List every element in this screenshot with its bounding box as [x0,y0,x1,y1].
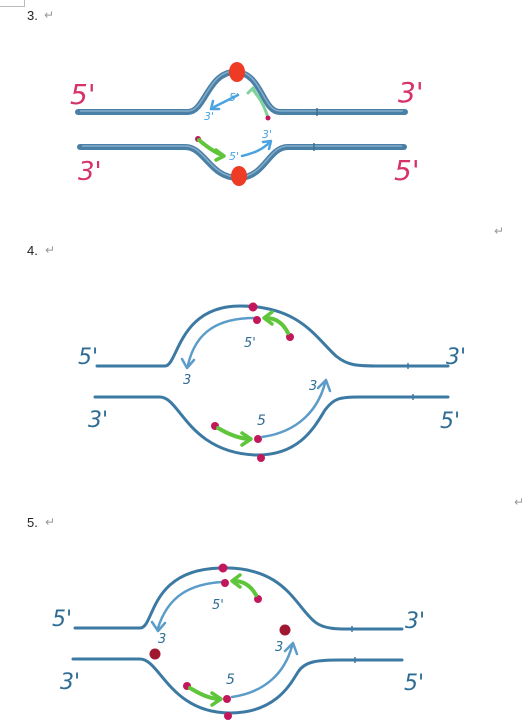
end-label-bottom-right: 5' [404,671,424,696]
strand-label: 5' [229,150,239,163]
primer-dot-top-inner [253,316,261,324]
end-label-top-left: 5' [52,607,72,632]
strand-label: 3 [158,632,166,647]
end-label-top-left: 5' [78,345,98,370]
primer-dot-bottom-outer [257,454,265,462]
primer-dot-top-outer [248,302,258,312]
end-label-top-right: 3' [405,609,425,634]
primer-dot-top-start [254,595,262,603]
end-label-bottom-right: 5' [440,409,460,434]
strand-label: 3 [275,640,283,655]
strand-label: 5 [226,672,235,688]
primer-arrow-bottom [188,686,220,701]
replication-bubble-step-3: 5' 3' 5' 3' 5' 3' 3' 5' [70,62,424,187]
bottom-dna-strand [93,395,450,457]
primer-dot-top [265,115,271,121]
end-label-bottom-left: 3' [78,157,102,187]
paragraph-mark: ↵ [494,224,505,238]
strand-label: 5' [244,336,256,351]
replication-fork-origin-bottom [231,166,247,186]
primer-dot-top-inner [221,579,229,587]
top-dna-strand [73,566,404,631]
end-label-bottom-right: 5' [394,154,420,187]
primer-arrow-bottom [216,426,250,441]
strand-label: 3 [183,373,191,388]
new-origin-dot-right [279,624,291,636]
strand-label: 5' [229,91,239,104]
new-strand-arrow-top [212,93,240,109]
replication-fork-origin-top [229,62,245,82]
end-label-top-right: 3' [398,76,424,109]
step-5-number: 5. [27,515,38,530]
primer-arrow-top [264,316,290,335]
step-5-return-mark: ↵ [45,515,56,529]
new-strand-arrow-bottom [230,644,294,699]
document-corner-mark [0,0,25,7]
bottom-dna-strand [71,657,404,715]
end-label-top-left: 5' [70,78,96,111]
top-dna-strand [95,304,450,368]
step-4-return-mark: ↵ [45,243,56,257]
primer-dot-top-outer [218,563,228,573]
primer-dot-bottom-inner [254,435,262,443]
strand-label: 5 [257,413,266,429]
primer-dot-bottom-inner [223,695,231,703]
primer-dot-bottom-outer [224,712,232,720]
end-label-bottom-left: 3' [60,670,80,695]
step-3-return-mark: ↵ [44,8,55,22]
replication-bubble-step-4: 3 5' 5 3 5' 3' 3' 5' [78,302,466,462]
end-label-bottom-left: 3' [88,408,108,433]
strand-label: 3' [204,110,214,123]
end-label-top-right: 3' [446,345,466,370]
primer-arrow-top [232,579,258,597]
step-3-number: 3. [27,8,38,23]
paragraph-mark: ↵ [514,495,525,509]
strand-label: 5' [212,598,224,613]
new-strand-arrow-bottom [260,381,327,439]
new-strand-arrow-top [156,580,224,630]
new-origin-dot-left [149,648,161,660]
step-4-number: 4. [27,243,38,258]
strand-label: 3' [262,128,272,141]
strand-label: 3 [309,379,317,394]
new-strand-arrow-bottom [240,140,272,158]
new-strand-arrow-top [186,316,257,367]
